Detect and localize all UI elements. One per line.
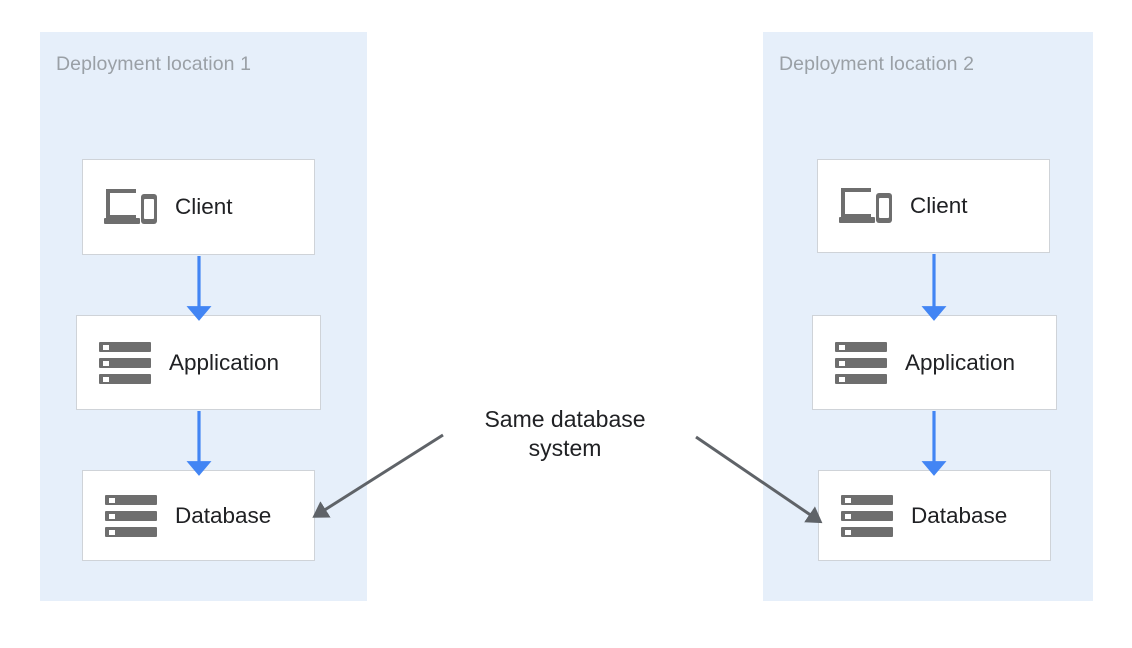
node-client-2-label: Client	[910, 193, 968, 218]
node-application-2[interactable]: Application	[812, 315, 1057, 410]
node-client-2[interactable]: Client	[817, 159, 1050, 253]
server-stack-icon	[833, 335, 889, 391]
node-database-1[interactable]: Database	[82, 470, 315, 561]
devices-icon	[838, 178, 894, 234]
node-database-2[interactable]: Database	[818, 470, 1051, 561]
node-client-1-label: Client	[175, 194, 233, 219]
server-stack-icon	[97, 335, 153, 391]
node-client-1[interactable]: Client	[82, 159, 315, 255]
node-application-2-label: Application	[905, 349, 1016, 375]
server-stack-icon	[103, 488, 159, 544]
devices-icon	[103, 179, 159, 235]
server-stack-icon	[839, 488, 895, 544]
same-database-system-note: Same database system	[455, 405, 675, 463]
node-database-1-label: Database	[175, 502, 272, 528]
zone-2-label: Deployment location 2	[779, 53, 975, 75]
node-database-2-label: Database	[911, 502, 1008, 528]
annotation-line-2: system	[528, 435, 602, 461]
zone-1-label: Deployment location 1	[56, 53, 252, 75]
node-application-1-label: Application	[169, 349, 280, 375]
annotation-line-1: Same database	[484, 406, 646, 432]
node-application-1[interactable]: Application	[76, 315, 321, 410]
